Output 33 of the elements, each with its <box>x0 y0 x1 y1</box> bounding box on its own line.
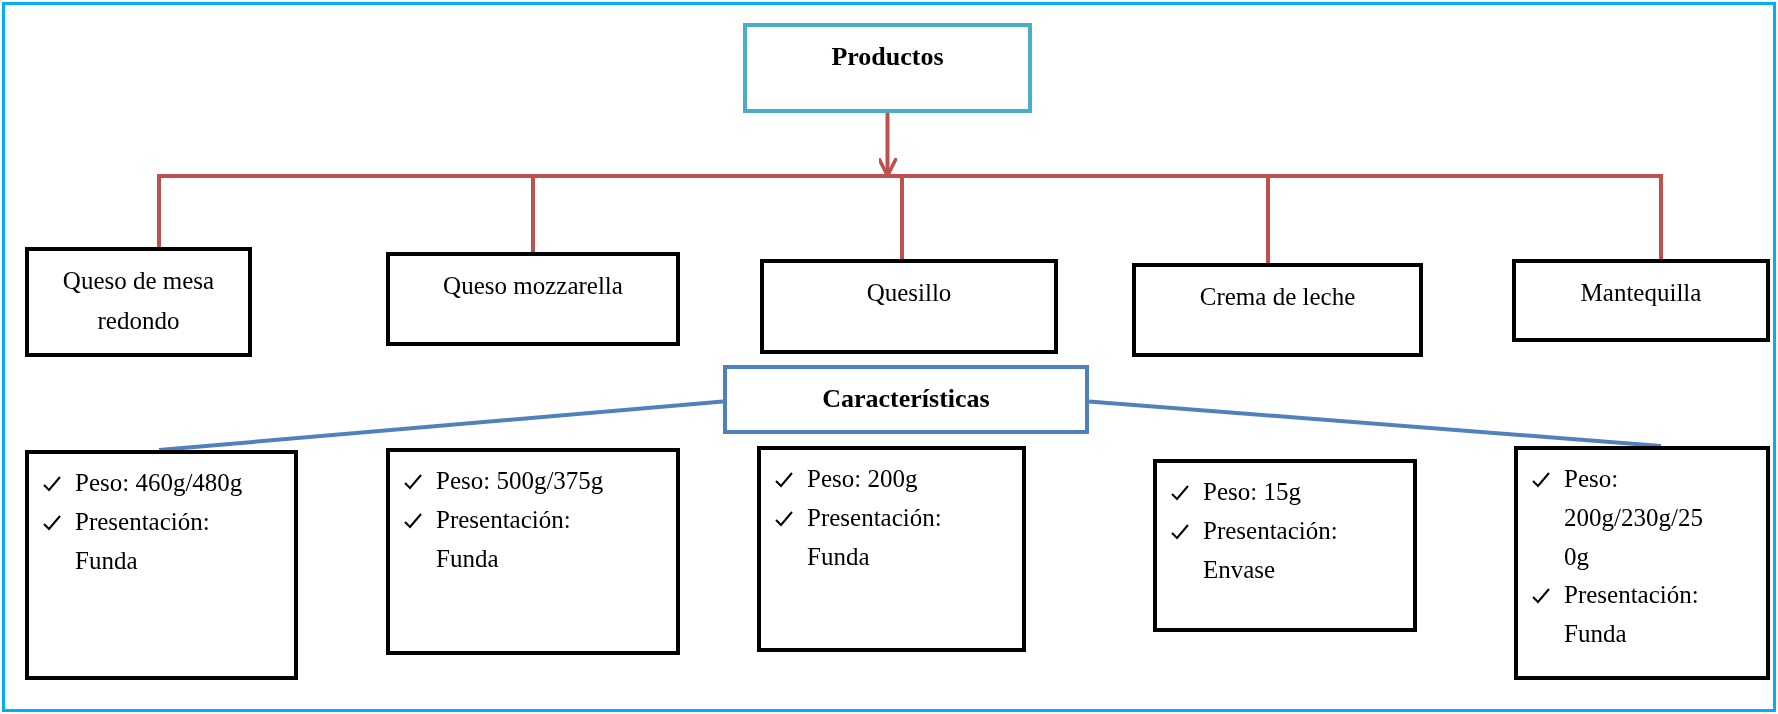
connector-line <box>887 174 1663 259</box>
product-box <box>1132 263 1423 357</box>
feature-box <box>386 448 680 655</box>
product-box <box>25 247 252 357</box>
feature-text: Presentación: Funda <box>436 504 572 574</box>
feature-text: Presentación: Funda <box>807 502 943 572</box>
box-title: Características <box>822 383 990 416</box>
feature-text: Presentación: Funda <box>75 506 211 576</box>
product-name: Crema de leche <box>1199 282 1356 312</box>
feature-text: Presentación: Funda <box>1564 580 1700 649</box>
feature-text: Peso: 500g/375g <box>436 466 605 496</box>
feature-text: Peso: 200g <box>807 464 919 494</box>
product-name: Mantequilla <box>1580 278 1702 308</box>
feature-box <box>25 450 298 680</box>
feature-box <box>757 446 1026 652</box>
product-box <box>386 252 680 346</box>
header-box <box>723 365 1089 434</box>
product-name: Queso de mesa redondo <box>61 266 216 336</box>
connector-line <box>158 399 724 452</box>
box-title: Productos <box>831 41 944 73</box>
feature-box <box>1153 459 1417 632</box>
feature-text: Peso: 460g/480g <box>75 468 244 498</box>
feature-text: Presentación: Envase <box>1203 515 1339 585</box>
feature-text: Peso: 200g/230g/250g <box>1564 464 1704 572</box>
product-name: Quesillo <box>866 278 952 308</box>
product-box <box>1512 259 1770 342</box>
feature-text: Peso: 15g <box>1203 477 1302 507</box>
header-box <box>743 23 1032 113</box>
connector-line <box>1088 399 1662 448</box>
connector-line <box>531 174 888 252</box>
feature-box <box>1514 446 1770 680</box>
product-name: Queso mozzarella <box>443 271 623 301</box>
product-box <box>760 259 1058 354</box>
